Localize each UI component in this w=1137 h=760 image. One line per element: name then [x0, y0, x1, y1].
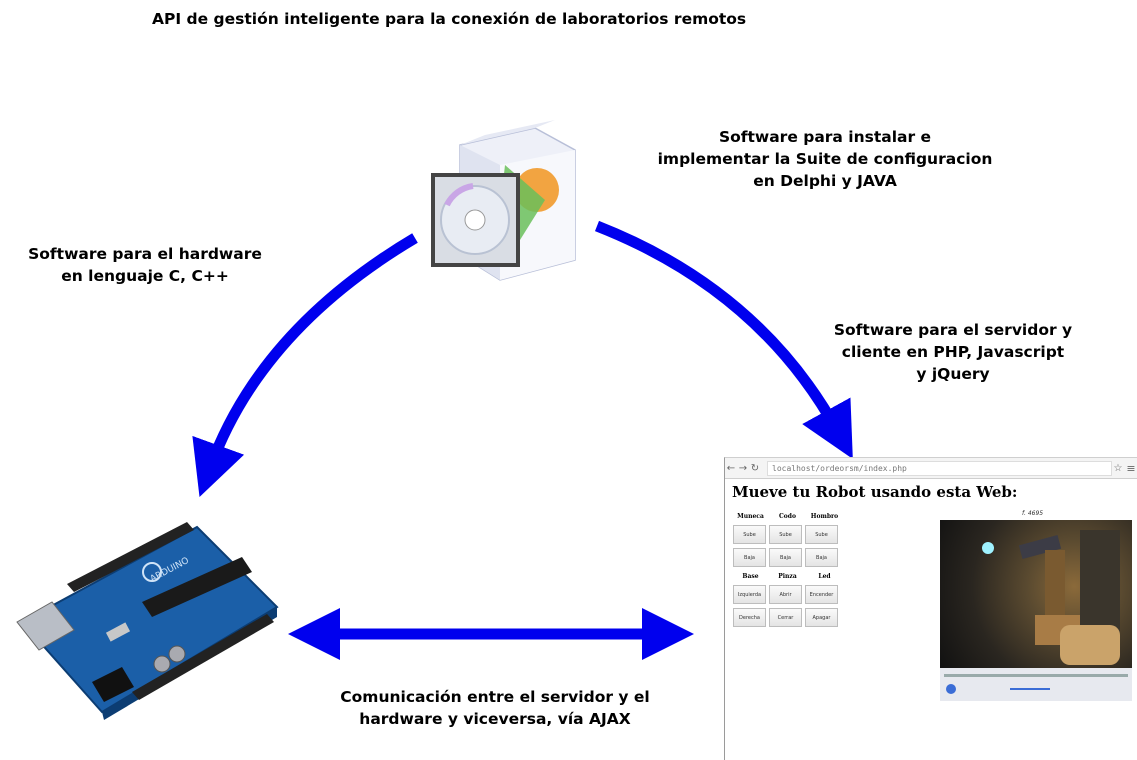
label-server-line-1: Software para el servidor y [833, 321, 1073, 339]
led-encender-button[interactable]: Encender [805, 585, 838, 604]
label-hardware-line-2: en lenguaje C, C++ [61, 267, 229, 285]
arrowhead-left [288, 608, 340, 660]
header-codo: Codo [779, 513, 796, 520]
menu-icon[interactable]: ≡ [1126, 461, 1136, 475]
codo-baja-button[interactable]: Baja [769, 548, 802, 567]
base-derecha-button[interactable]: Derecha [733, 608, 766, 627]
pinza-cerrar-button[interactable]: Cerrar [769, 608, 802, 627]
label-hardware-software: Software para el hardware en lenguaje C,… [5, 243, 285, 287]
robot-video-frame [940, 520, 1132, 668]
arduino-board-icon: ARDUINO [16, 522, 279, 720]
arrow-to-server [594, 220, 853, 459]
header-hombro: Hombro [810, 513, 839, 520]
software-box-icon [431, 120, 576, 281]
label-server-line-2: cliente en PHP, Javascript [841, 343, 1065, 361]
muneca-baja-button[interactable]: Baja [733, 548, 766, 567]
label-server-software: Software para el servidor y cliente en P… [808, 319, 1098, 385]
hombro-sube-button[interactable]: Sube [805, 525, 838, 544]
bookmark-star-icon[interactable]: ☆ [1113, 462, 1123, 474]
base-izquierda-button[interactable]: Izquierda [733, 585, 766, 604]
table-row: Sube Sube Sube [732, 524, 843, 547]
table-row: Baja Baja Baja [732, 547, 843, 570]
robot-arm-icon [982, 530, 1120, 665]
label-hardware-line-1: Software para el hardware [28, 245, 262, 263]
label-server-line-3: y jQuery [916, 365, 990, 383]
reload-icon[interactable]: ↻ [750, 462, 760, 474]
hombro-baja-button[interactable]: Baja [805, 548, 838, 567]
pinza-abrir-button[interactable]: Abrir [769, 585, 802, 604]
play-icon[interactable] [946, 684, 956, 694]
video-controls [940, 668, 1132, 701]
label-install-software: Software para instalar e implementar la … [630, 126, 1020, 192]
forward-icon[interactable]: → [738, 462, 748, 474]
table-row: Derecha Cerrar Apagar [732, 607, 843, 630]
address-bar[interactable]: localhost/ordeorsm/index.php [767, 460, 1112, 476]
video-caption: f. 4695 [1022, 510, 1044, 517]
table-row: Izquierda Abrir Encender [732, 584, 843, 607]
arrow-to-hardware [192, 233, 418, 497]
arrowhead-right [642, 608, 694, 660]
muneca-sube-button[interactable]: Sube [733, 525, 766, 544]
label-communication-line-1: Comunicación entre el servidor y el [340, 688, 650, 706]
table-header-top: Muneca Codo Hombro [732, 510, 843, 524]
video-seek-bar[interactable] [944, 674, 1128, 677]
label-communication: Comunicación entre el servidor y el hard… [300, 686, 690, 730]
robot-video-player[interactable] [940, 520, 1132, 701]
label-install-line-2: implementar la Suite de configuracion [657, 150, 993, 168]
table-header-bottom: Base Pinza Led [732, 570, 843, 584]
browser-toolbar: ← → ↻ localhost/ordeorsm/index.php ☆ ≡ [725, 458, 1137, 479]
header-pinza: Pinza [778, 573, 797, 580]
codo-sube-button[interactable]: Sube [769, 525, 802, 544]
back-icon[interactable]: ← [726, 462, 736, 474]
label-install-line-3: en Delphi y JAVA [753, 172, 897, 190]
web-page-title: Mueve tu Robot usando esta Web: [732, 483, 1018, 501]
label-install-line-1: Software para instalar e [718, 128, 932, 146]
label-communication-line-2: hardware y viceversa, vía AJAX [359, 710, 631, 728]
diagram-title: API de gestión inteligente para la conex… [152, 10, 747, 28]
led-apagar-button[interactable]: Apagar [805, 608, 838, 627]
header-base: Base [742, 573, 759, 580]
robot-control-table: Muneca Codo Hombro Sube Sube Sube Baja B… [732, 510, 843, 630]
header-led: Led [818, 573, 831, 580]
volume-slider[interactable] [1010, 688, 1050, 690]
header-muneca: Muneca [737, 513, 764, 520]
